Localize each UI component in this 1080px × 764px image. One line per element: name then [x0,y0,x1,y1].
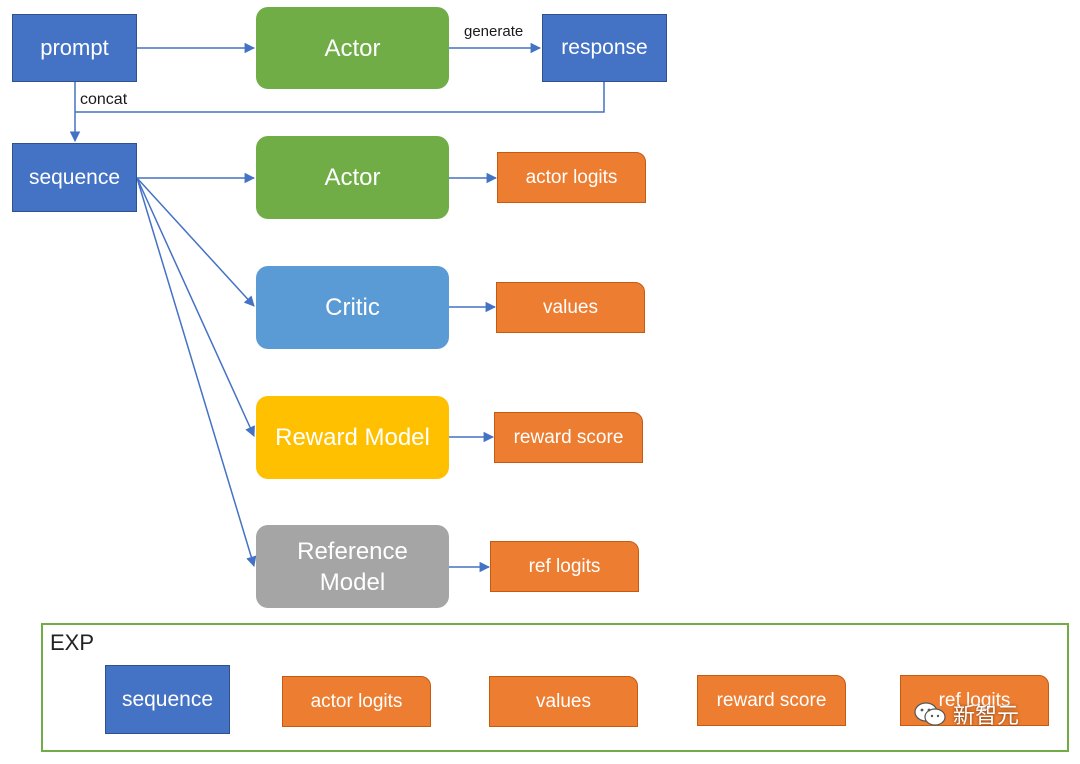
sequence-node: sequence [12,143,137,212]
legend-values: values [489,676,638,727]
reference-model-node: Reference Model [256,525,449,608]
watermark: 新智元 [913,698,1019,730]
actor-generate-node: Actor [256,7,449,89]
wechat-icon [914,702,946,726]
reward-score-output: reward score [494,412,643,463]
actor-node: Actor [256,136,449,219]
legend-ref-logits: ref logits [900,675,1049,726]
concat-label: concat [80,91,128,108]
arrow-response-concat [75,82,605,113]
actor-logits-output: actor logits [497,152,646,203]
legend-reward-score: reward score [697,675,846,726]
exp-legend [41,623,1069,752]
values-output: values [496,282,645,333]
legend-title: EXP [50,630,95,655]
arrow-sequence-reward [136,177,255,437]
critic-node: Critic [256,266,449,349]
response-node: response [542,14,667,82]
watermark-text: 新智元 [953,704,1020,729]
arrow-sequence-reference [136,177,257,568]
legend-sequence: sequence [105,665,230,734]
reward-model-node: Reward Model [256,396,449,479]
ref-logits-output: ref logits [490,541,639,592]
arrow-sequence-critic [136,177,255,307]
generate-label: generate [464,23,524,40]
legend-actor-logits: actor logits [282,676,431,727]
prompt-node: prompt [12,14,137,82]
